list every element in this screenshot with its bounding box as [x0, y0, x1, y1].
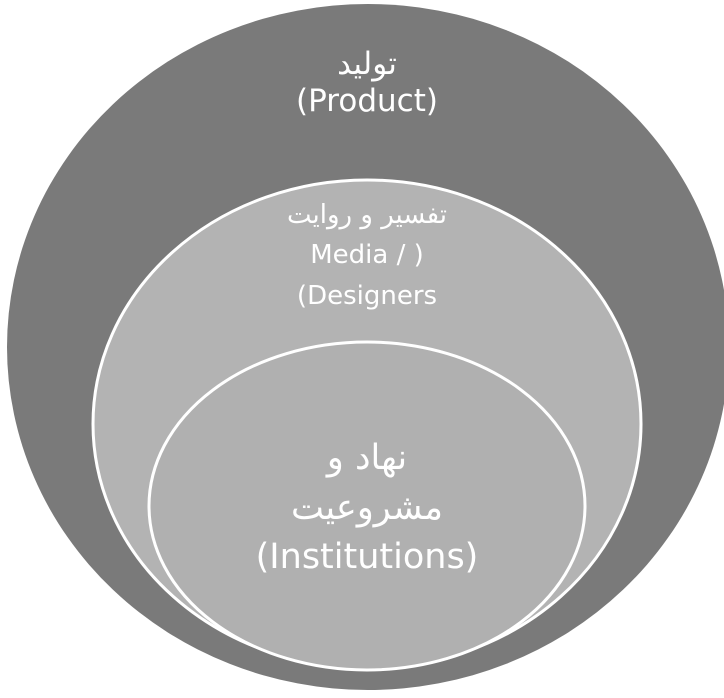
middle-label-en-1: Media / )	[310, 240, 424, 271]
inner-label-fa-1: نهاد و	[326, 438, 408, 478]
inner-label-en: (Institutions)	[255, 537, 479, 578]
inner-ring-label: نهاد و مشروعیت (Institutions)	[212, 434, 522, 583]
inner-label-fa-2: مشروعیت	[291, 487, 443, 528]
middle-ring-label: تفسیر و روایت Media / ) (Designers	[212, 195, 522, 316]
inner-circle-institutions	[147, 340, 587, 672]
outer-label-en: (Product)	[296, 83, 438, 120]
middle-label-fa: تفسیر و روایت	[287, 200, 447, 230]
outer-label-fa: تولید	[337, 46, 397, 82]
middle-label-en-2: (Designers	[296, 280, 438, 311]
outer-ring-label: تولید (Product)	[212, 46, 522, 120]
